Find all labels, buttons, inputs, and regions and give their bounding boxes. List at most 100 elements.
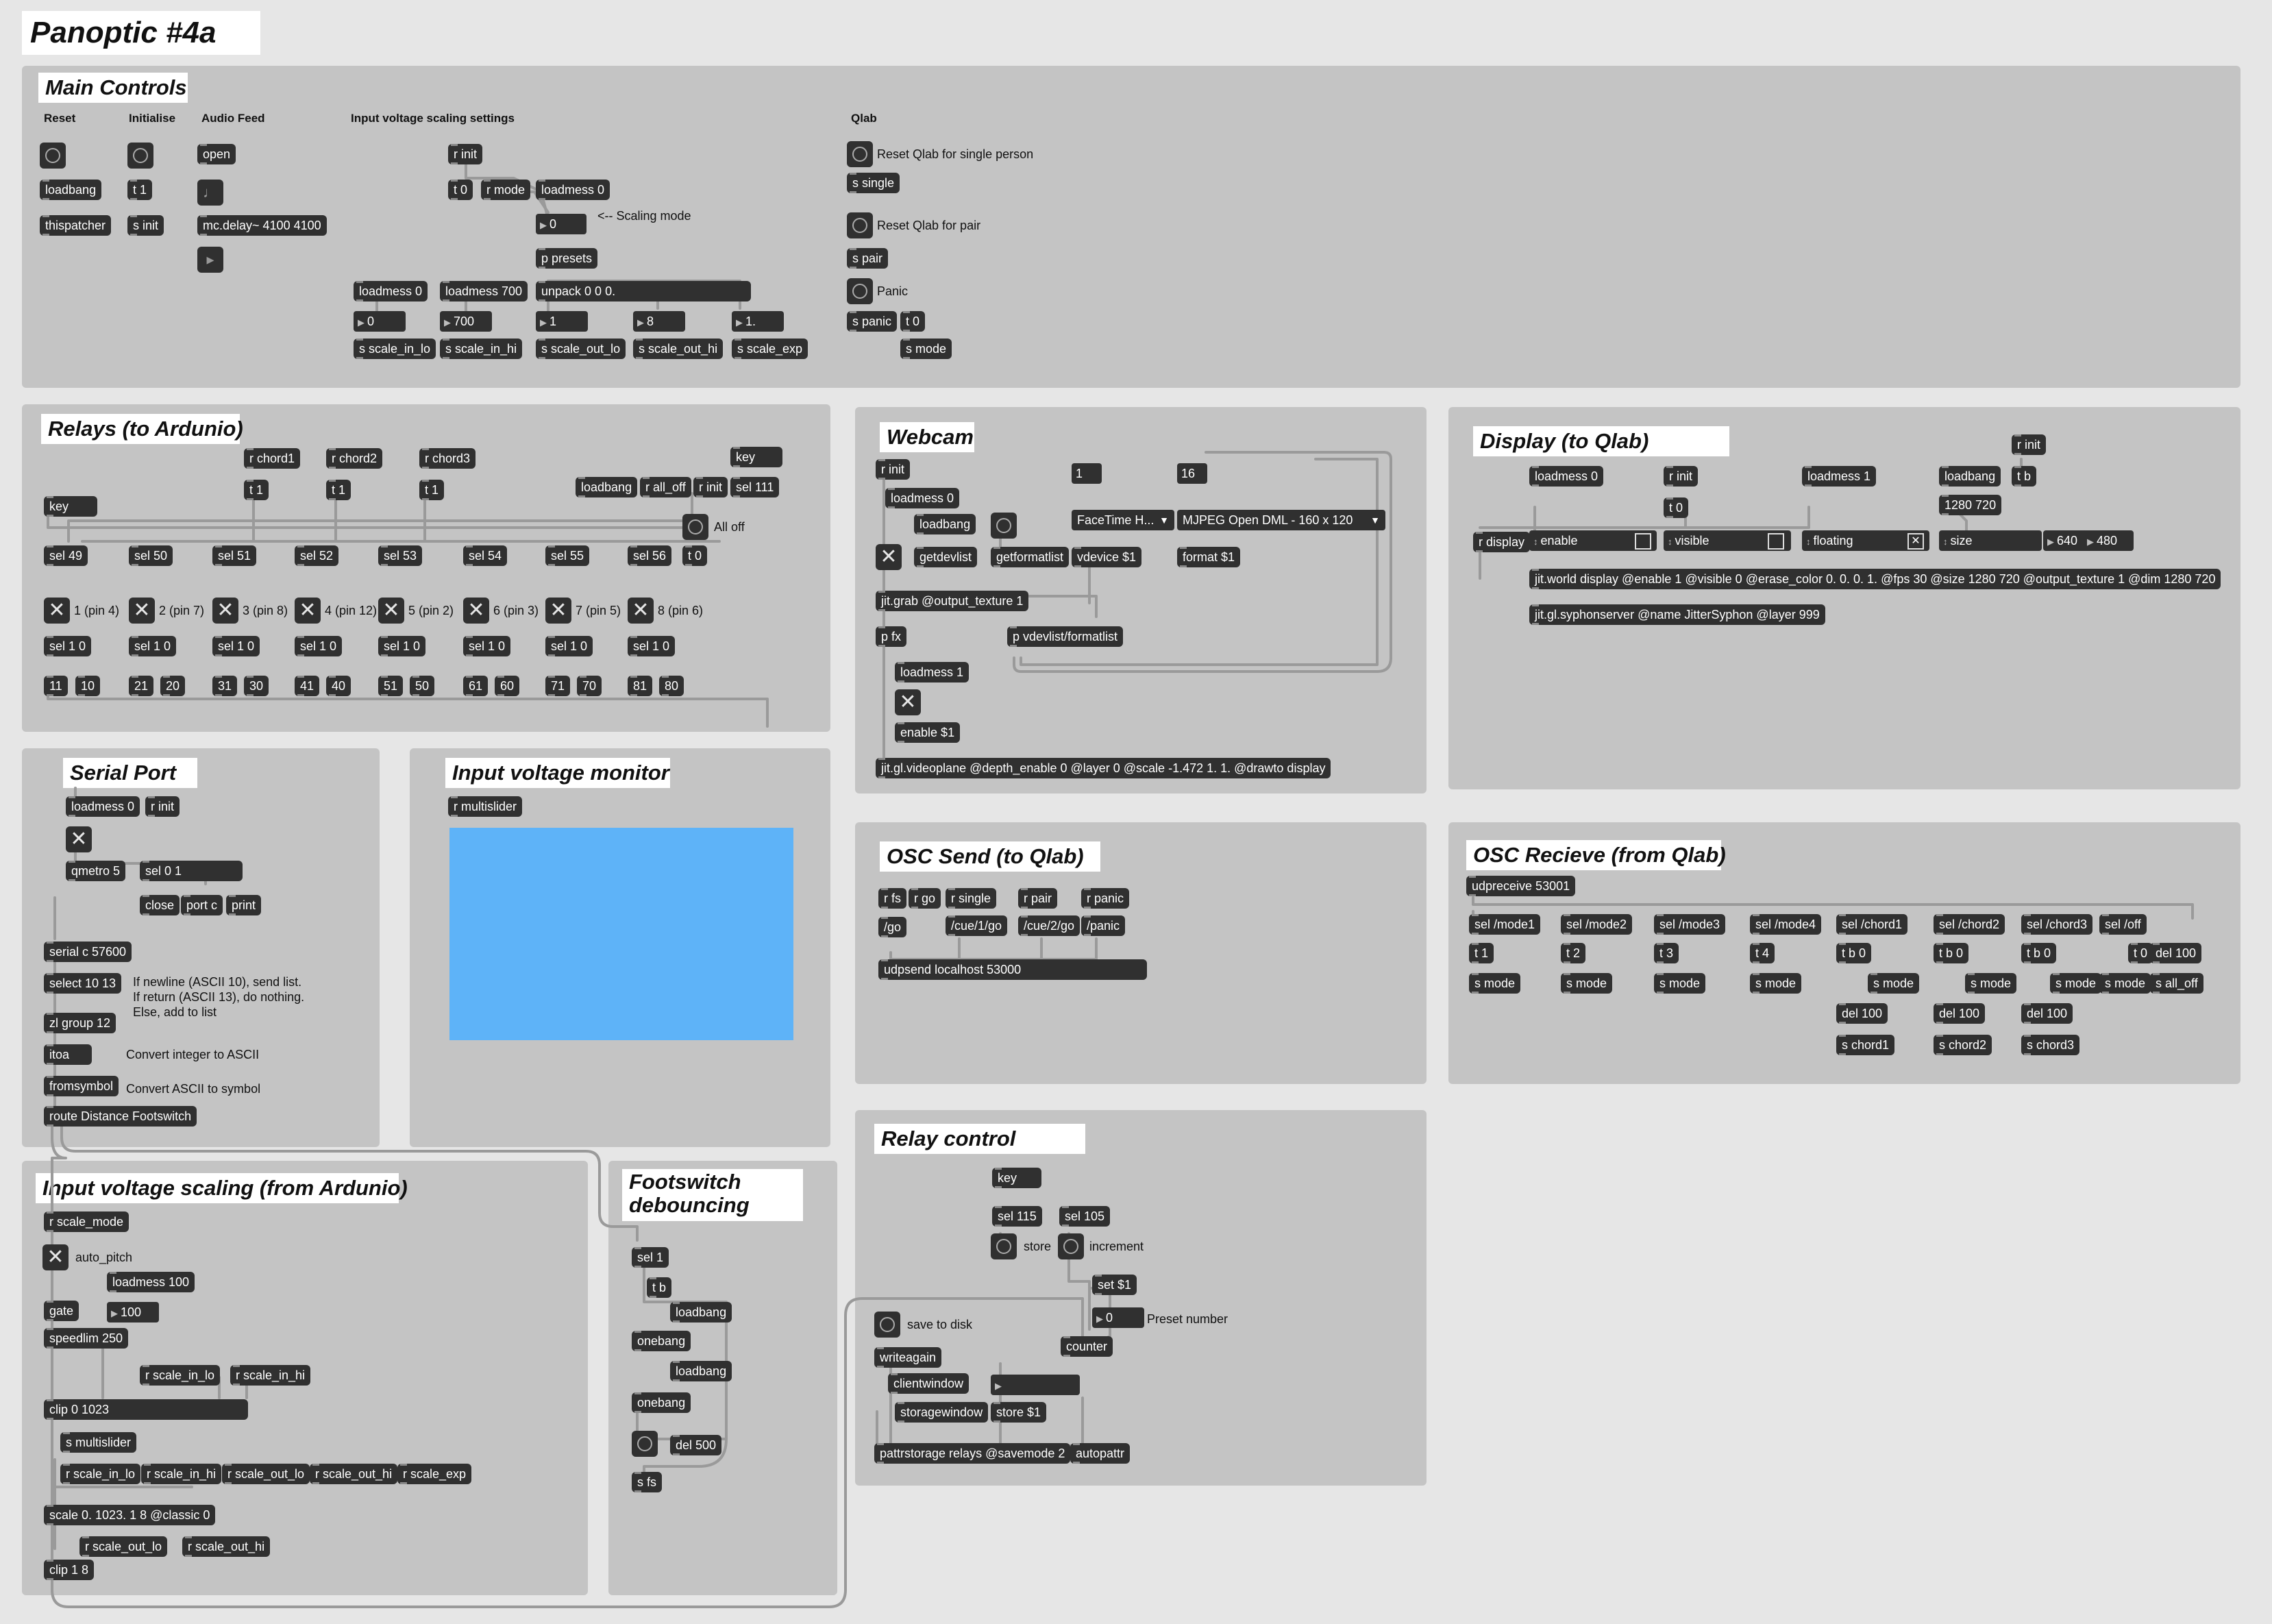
relay-select-3[interactable]: sel 51 — [212, 545, 257, 566]
gate-object[interactable]: gate — [44, 1301, 79, 1321]
receive-display[interactable]: r display — [1473, 532, 1531, 552]
display-rinit[interactable]: r init — [1664, 466, 1699, 487]
display-loadmess0[interactable]: loadmess 0 — [1529, 466, 1604, 487]
display-size-message[interactable]: 1280 720 — [1939, 495, 2002, 515]
auto-pitch-toggle[interactable]: ✕ — [42, 1244, 69, 1270]
sel-111[interactable]: sel 111 — [730, 477, 780, 497]
scaling-t0[interactable]: t 0 — [448, 180, 473, 200]
loadmess-0[interactable]: loadmess 0 — [354, 281, 428, 302]
audio-open-message[interactable]: open — [197, 144, 236, 164]
relay-sel10-7[interactable]: sel 1 0 — [545, 636, 593, 656]
receive-mode[interactable]: r mode — [481, 180, 531, 200]
receive-panic[interactable]: r panic — [1081, 888, 1130, 909]
voltage-multislider[interactable] — [449, 828, 793, 1040]
relay-toggle-6[interactable]: ✕ — [463, 598, 489, 624]
all-off-t0[interactable]: t 0 — [682, 545, 708, 566]
osc-send-mode-5[interactable]: s mode — [1868, 973, 1920, 994]
receive-exp[interactable]: r scale_exp — [397, 1464, 472, 1484]
relay-select-2[interactable]: sel 50 — [129, 545, 173, 566]
relay-sel10-8[interactable]: sel 1 0 — [628, 636, 676, 656]
receive-out-lo-1[interactable]: r scale_out_lo — [222, 1464, 310, 1484]
receive-fs[interactable]: r fs — [878, 888, 906, 909]
enable-checkbox[interactable] — [1635, 533, 1651, 550]
relay-toggle-1[interactable]: ✕ — [44, 598, 70, 624]
display-rinit-top[interactable]: r init — [2012, 434, 2047, 455]
relay-off-message-6[interactable]: 60 — [495, 676, 520, 696]
send-multislider[interactable]: s multislider — [60, 1432, 137, 1453]
speedlim-number[interactable]: ▶100 — [107, 1302, 159, 1322]
scaling-mode-number[interactable]: ▶0 — [536, 214, 586, 234]
relays-key-2[interactable]: key — [730, 447, 782, 467]
size-height-number[interactable]: ▶480 — [2083, 530, 2134, 551]
vdevice-message[interactable]: vdevice $1 — [1072, 547, 1142, 567]
display-t0[interactable]: t 0 — [1664, 497, 1689, 518]
relays-rinit[interactable]: r init — [693, 477, 728, 497]
cue1-message[interactable]: /cue/1/go — [946, 915, 1008, 936]
osc-send-chord-3[interactable]: s chord3 — [2021, 1035, 2080, 1055]
getformatlist-message[interactable]: getformatlist — [991, 547, 1070, 567]
chord3-trigger[interactable]: t 1 — [419, 480, 445, 500]
microphone-icon[interactable]: ♩ — [197, 180, 223, 206]
relay-select-7[interactable]: sel 55 — [545, 545, 590, 566]
osc-sel-1[interactable]: sel /mode1 — [1469, 914, 1541, 935]
receive-chord3[interactable]: r chord3 — [419, 448, 476, 469]
initialise-bang[interactable] — [127, 143, 153, 169]
relay-off-message-7[interactable]: 70 — [577, 676, 602, 696]
qmetro-object[interactable]: qmetro 5 — [66, 861, 126, 881]
reset-loadbang[interactable]: loadbang — [40, 180, 102, 200]
print-object[interactable]: print — [226, 895, 262, 915]
udpsend-object[interactable]: udpsend localhost 53000 — [878, 959, 1147, 980]
relay-toggle-2[interactable]: ✕ — [129, 598, 155, 624]
go-message[interactable]: /go — [878, 917, 907, 937]
serial-toggle[interactable]: ✕ — [66, 826, 92, 852]
osc-sel-8[interactable]: sel /off — [2099, 914, 2147, 935]
visible-checkbox[interactable] — [1768, 533, 1784, 550]
relay-sel10-4[interactable]: sel 1 0 — [295, 636, 343, 656]
receive-in-lo-1[interactable]: r scale_in_lo — [140, 1365, 221, 1386]
fx-subpatcher[interactable]: p fx — [876, 626, 907, 647]
osc-off-t0[interactable]: t 0 — [2128, 943, 2153, 963]
presets-subpatcher[interactable]: p presets — [536, 248, 598, 269]
pattrstorage-object[interactable]: pattrstorage relays @savemode 2 — [874, 1443, 1071, 1464]
onebang-1[interactable]: onebang — [632, 1331, 691, 1351]
relay-toggle-4[interactable]: ✕ — [295, 598, 321, 624]
receive-multislider[interactable]: r multislider — [448, 796, 523, 817]
footswitch-bang[interactable] — [632, 1431, 658, 1457]
osc-trigger-2[interactable]: t 2 — [1561, 943, 1586, 963]
osc-trigger-3[interactable]: t 3 — [1654, 943, 1679, 963]
osc-trigger-4[interactable]: t 4 — [1750, 943, 1775, 963]
relay-sel10-3[interactable]: sel 1 0 — [212, 636, 260, 656]
webcam-toggle[interactable]: ✕ — [876, 544, 902, 570]
osc-trigger-5[interactable]: t b 0 — [1836, 943, 1872, 963]
osc-sel-7[interactable]: sel /chord3 — [2021, 914, 2093, 935]
send-pair[interactable]: s pair — [847, 248, 889, 269]
chord1-trigger[interactable]: t 1 — [244, 480, 269, 500]
osc-del100-1[interactable]: del 100 — [1836, 1003, 1888, 1024]
select-object[interactable]: select 10 13 — [44, 973, 122, 994]
osc-del100-3[interactable]: del 100 — [2021, 1003, 2073, 1024]
speedlim-object[interactable]: speedlim 250 — [44, 1328, 129, 1349]
itoa-object[interactable]: itoa — [44, 1044, 92, 1065]
increment-bang[interactable] — [1058, 1233, 1084, 1259]
relay-off-message-2[interactable]: 20 — [160, 676, 186, 696]
send-fs[interactable]: s fs — [632, 1472, 663, 1492]
save-bang[interactable] — [874, 1312, 900, 1338]
receive-chord1[interactable]: r chord1 — [244, 448, 301, 469]
format-index-number[interactable]: 16 — [1177, 463, 1207, 484]
size-attr[interactable]: ↕size — [1939, 530, 2042, 551]
relay-sel10-2[interactable]: sel 1 0 — [129, 636, 177, 656]
receive-pair[interactable]: r pair — [1018, 888, 1058, 909]
enable-message[interactable]: enable $1 — [895, 722, 961, 743]
receive-out-lo-2[interactable]: r scale_out_lo — [79, 1536, 168, 1557]
scaling-rinit[interactable]: r init — [448, 144, 483, 164]
autopattr-object[interactable]: autopattr — [1070, 1443, 1131, 1464]
scale-in-lo-number[interactable]: ▶0 — [354, 311, 406, 332]
floating-checkbox[interactable]: ✕ — [1907, 533, 1924, 550]
reset-pair-bang[interactable] — [847, 212, 873, 238]
relay-select-1[interactable]: sel 49 — [44, 545, 88, 566]
relay-off-message-1[interactable]: 10 — [75, 676, 101, 696]
osc-off-del100[interactable]: del 100 — [2150, 943, 2202, 963]
osc-send-mode-7[interactable]: s mode — [2050, 973, 2102, 994]
webcam-rinit[interactable]: r init — [876, 459, 911, 480]
scaling-loadmess0[interactable]: loadmess 0 — [536, 180, 610, 200]
